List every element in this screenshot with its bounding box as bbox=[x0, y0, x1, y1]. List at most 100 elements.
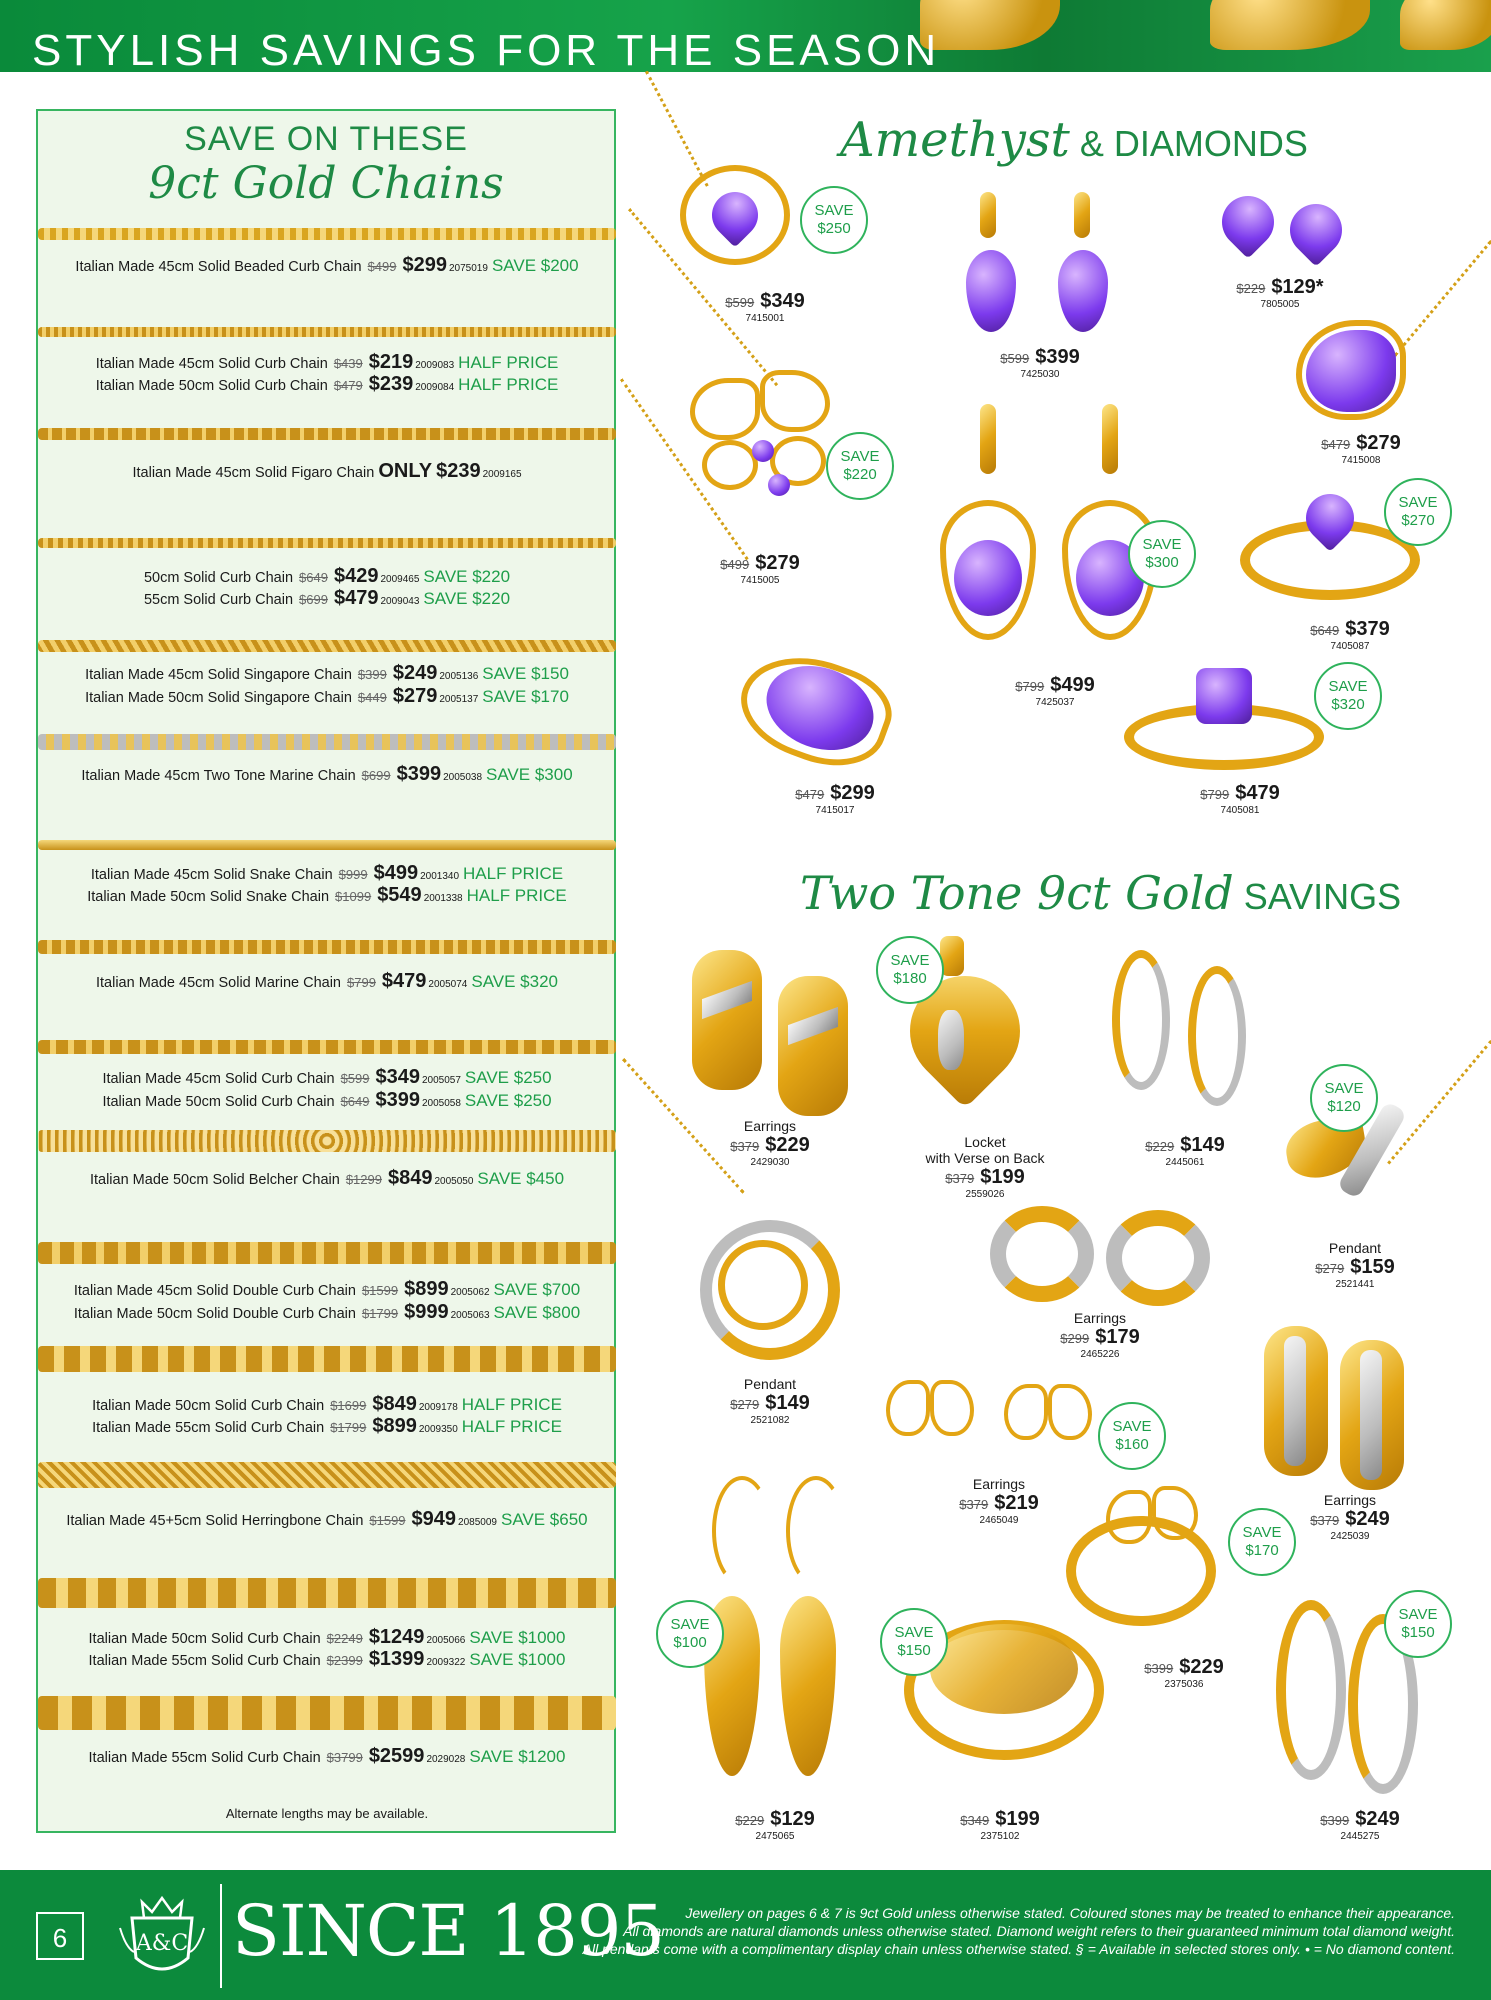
pendant-chain bbox=[1393, 240, 1491, 357]
earring-post bbox=[980, 404, 996, 474]
chain-item: Italian Made 50cm Solid Curb Chain$1699$… bbox=[92, 1393, 562, 1415]
chain-item: Italian Made 45cm Solid Curb Chain$439$2… bbox=[95, 351, 559, 373]
chain-image-singapore bbox=[38, 640, 616, 652]
page-title: STYLISH SAVINGS FOR THE SEASON bbox=[32, 26, 941, 75]
save-badge: SAVE$320 bbox=[1314, 662, 1382, 730]
amethyst-gem bbox=[768, 474, 790, 496]
save-badge: SAVE$180 bbox=[876, 936, 944, 1004]
chain-item: Italian Made 45cm Solid Beaded Curb Chai… bbox=[75, 254, 579, 276]
disclaimer-line: Jewellery on pages 6 & 7 is 9ct Gold unl… bbox=[685, 1905, 1455, 1921]
silver-stripe bbox=[1360, 1350, 1382, 1480]
chain-image-marine bbox=[38, 940, 616, 954]
chain-item: Italian Made 45cm Solid Figaro Chain ONL… bbox=[132, 460, 522, 482]
save-badge: SAVE$250 bbox=[800, 186, 868, 254]
chain-item: Italian Made 45cm Two Tone Marine Chain$… bbox=[81, 763, 573, 785]
chain-item: Italian Made 55cm Solid Curb Chain$3799$… bbox=[88, 1745, 566, 1767]
alternate-lengths-note: Alternate lengths may be available. bbox=[225, 1806, 429, 1821]
filigree-ring-face bbox=[930, 1624, 1078, 1714]
chain-image-belcher bbox=[38, 1130, 616, 1152]
amethyst-gem bbox=[966, 250, 1016, 332]
chains-panel bbox=[36, 109, 616, 1833]
knot-stud bbox=[1106, 1210, 1210, 1306]
chain-image-herringbone bbox=[38, 1462, 616, 1488]
gold-leaf-decoration bbox=[920, 0, 1060, 50]
hoop-earring bbox=[1188, 966, 1246, 1106]
chain-item: Italian Made 45cm Solid Marine Chain$799… bbox=[95, 970, 558, 992]
chain-item: Italian Made 50cm Solid Curb Chain$479$2… bbox=[95, 373, 559, 395]
chains-heading: SAVE ON THESE bbox=[184, 120, 468, 158]
amethyst-gem bbox=[1058, 250, 1108, 332]
chain-image-curb bbox=[38, 1040, 616, 1054]
amethyst-section-title: Amethyst & DIAMONDS bbox=[840, 112, 1308, 168]
circle-pendant-inner bbox=[718, 1240, 808, 1330]
chain-item: Italian Made 50cm Solid Singapore Chain$… bbox=[85, 685, 569, 707]
amethyst-heart-stud bbox=[1211, 185, 1285, 259]
gold-leaf-decoration bbox=[1400, 0, 1491, 50]
chain-image-beaded bbox=[38, 228, 616, 240]
silver-detail bbox=[938, 1010, 964, 1070]
chain-item: Italian Made 50cm Solid Curb Chain$649$3… bbox=[102, 1089, 552, 1111]
butterfly-wing bbox=[770, 436, 826, 486]
save-badge: SAVE$150 bbox=[1384, 1590, 1452, 1658]
chain-item: Italian Made 50cm Solid Belcher Chain$12… bbox=[89, 1167, 565, 1189]
heart-pendant-image bbox=[680, 165, 790, 265]
butterfly-wing bbox=[690, 378, 760, 440]
save-badge: SAVE$100 bbox=[656, 1600, 724, 1668]
gold-leaf-decoration bbox=[1210, 0, 1370, 50]
save-badge: SAVE$150 bbox=[880, 1608, 948, 1676]
page-number: 6 bbox=[36, 1912, 84, 1960]
earring-hook bbox=[786, 1476, 846, 1586]
chain-image-curb bbox=[38, 327, 616, 337]
amethyst-gem bbox=[954, 540, 1022, 616]
earring-hook bbox=[712, 1476, 772, 1586]
huggie-earring bbox=[778, 976, 848, 1116]
save-badge: SAVE$220 bbox=[826, 432, 894, 500]
chain-item: Italian Made 50cm Solid Curb Chain$2249$… bbox=[88, 1626, 566, 1648]
chain-item: Italian Made 50cm Solid Double Curb Chai… bbox=[73, 1301, 581, 1323]
earring-post bbox=[980, 192, 996, 238]
drop-earring bbox=[780, 1596, 836, 1776]
butterfly-ring-wing bbox=[1106, 1490, 1152, 1544]
butterfly-stud bbox=[1048, 1384, 1092, 1440]
chain-item: Italian Made 55cm Solid Curb Chain$1799$… bbox=[92, 1415, 562, 1437]
pendant-chain bbox=[1387, 1040, 1491, 1165]
amethyst-gem bbox=[752, 440, 774, 462]
chain-item: Italian Made 55cm Solid Curb Chain$2399$… bbox=[88, 1648, 566, 1670]
product-price: $229$129*7805005 bbox=[1236, 276, 1324, 310]
chain-item: Italian Made 50cm Solid Snake Chain$1099… bbox=[87, 884, 567, 906]
chain-image-curb bbox=[38, 538, 616, 548]
chain-image-double-curb bbox=[38, 1242, 616, 1264]
chain-item: Italian Made 45cm Solid Singapore Chain$… bbox=[85, 662, 569, 684]
pendant-chain bbox=[645, 70, 709, 187]
butterfly-ring-wing bbox=[1152, 1486, 1198, 1540]
teardrop-frame bbox=[940, 500, 1036, 640]
footer-disclaimer: Jewellery on pages 6 & 7 is 9ct Gold unl… bbox=[500, 1904, 1455, 1958]
save-badge: SAVE$300 bbox=[1128, 520, 1196, 588]
butterfly-stud bbox=[1004, 1384, 1048, 1440]
twotone-section-title: Two Tone 9ct Gold SAVINGS bbox=[800, 866, 1402, 920]
hoop-earring bbox=[1112, 950, 1170, 1090]
footer-divider bbox=[220, 1884, 222, 1988]
knot-stud bbox=[990, 1206, 1094, 1302]
chain-image-curb bbox=[38, 1696, 616, 1730]
chain-item: Italian Made 45cm Solid Snake Chain$999$… bbox=[90, 862, 564, 884]
chain-item: Italian Made 45cm Solid Curb Chain$599$3… bbox=[102, 1066, 552, 1088]
footer-bar bbox=[0, 1870, 1491, 2000]
disclaimer-line: All diamonds are natural diamonds unless… bbox=[623, 1923, 1455, 1939]
amethyst-heart-stud bbox=[1279, 193, 1353, 267]
chain-image-two-tone-marine bbox=[38, 734, 616, 750]
